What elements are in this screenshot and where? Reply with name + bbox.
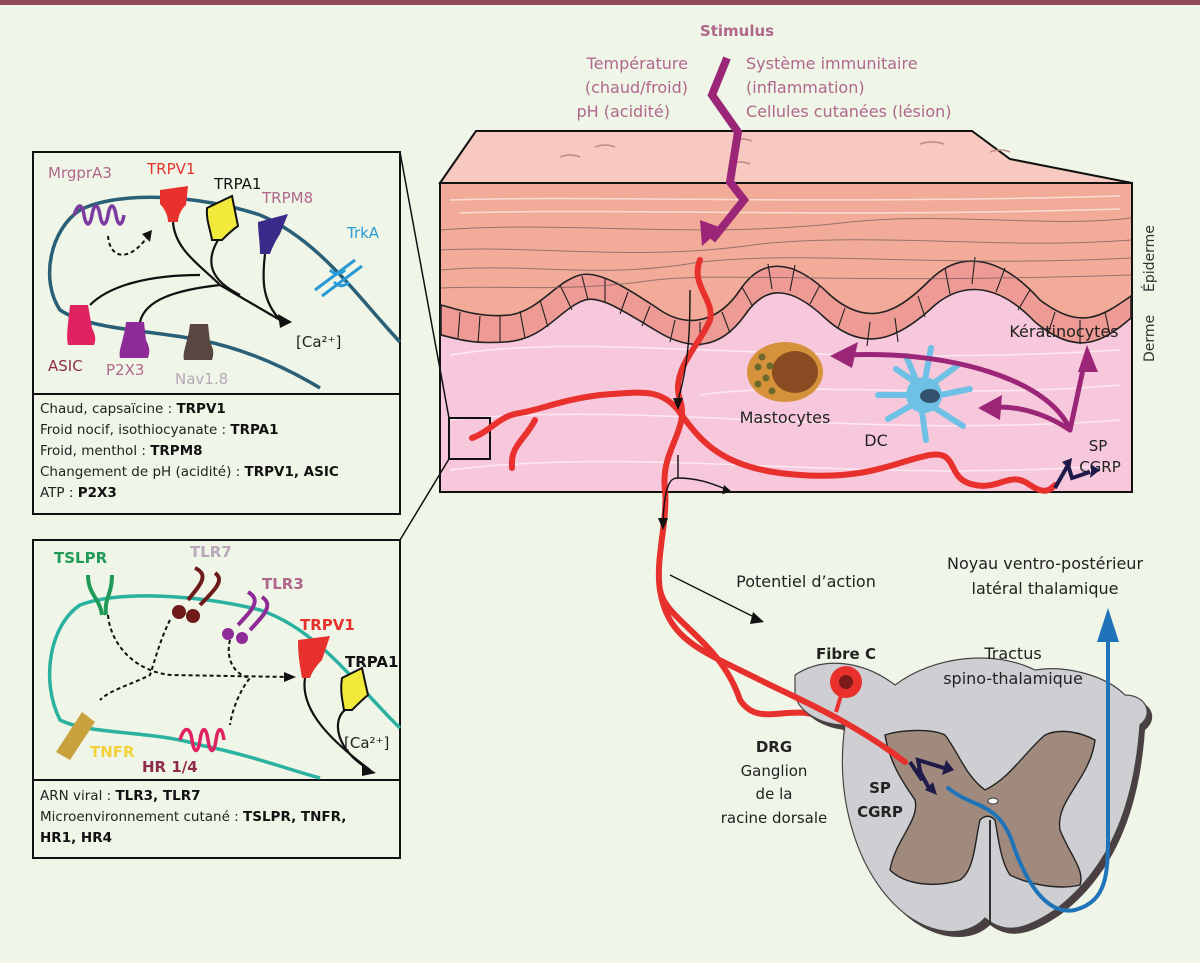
legend-row: ARN viral : TLR3, TLR7 [40, 786, 346, 807]
legend-receptor: HR1, HR4 [40, 830, 113, 846]
dc-label: DC [864, 431, 888, 450]
stimulus-left-line: Température [586, 54, 688, 73]
stimulus-right-line: Système immunitaire [746, 54, 918, 73]
spinal-sp-label: SP [869, 779, 891, 797]
legend-row: Microenvironnement cutané : TSLPR, TNFR, [40, 807, 346, 828]
tract-label-line: Tractus [983, 644, 1041, 663]
trka-label: TrkA [346, 224, 380, 242]
trpa1-label-bottom: TRPA1 [345, 653, 398, 671]
trka-receptor-icon [314, 258, 363, 298]
hr-receptor-icon [178, 727, 226, 753]
thalamus-label-line: Noyau ventro-postérieur [947, 554, 1143, 573]
fibre-c-label: Fibre C [816, 645, 876, 663]
stimulus-arrowhead-icon [700, 220, 722, 246]
legend-stimulus: ARN viral : [40, 788, 116, 804]
mastocyte-icon [747, 342, 823, 402]
hr-label: HR 1/4 [142, 758, 198, 776]
drg-title: DRG [756, 738, 792, 756]
legend-receptor: TSLPR, TNFR, [243, 809, 347, 825]
drg-label-line: racine dorsale [721, 809, 828, 827]
spinal-cgrp-label: CGRP [857, 803, 903, 821]
drg-label-line: de la [756, 785, 793, 803]
legend-stimulus: Chaud, capsaïcine : [40, 401, 177, 417]
legend-top: Chaud, capsaïcine : TRPV1 Froid nocif, i… [40, 399, 339, 504]
legend-row: HR1, HR4 [40, 828, 346, 849]
nav18-label: Nav1.8 [175, 370, 228, 388]
legend-row: ATP : P2X3 [40, 483, 339, 504]
mastocytes-label: Mastocytes [740, 408, 831, 427]
layer-label-dermis: Derme [1142, 315, 1158, 362]
p2x3-channel-icon [119, 322, 150, 358]
keratinocytes-label: Kératinocytes [1009, 322, 1118, 341]
spinal-cord [794, 657, 1153, 937]
calcium-label-bottom: [Ca²⁺] [344, 734, 389, 752]
trpv1-label-bottom: TRPV1 [300, 616, 355, 634]
legend-receptor: TRPM8 [150, 443, 203, 459]
layer-label-epidermis: Épiderme [1141, 225, 1158, 292]
trpv1-channel-icon-bottom [298, 636, 330, 678]
legend-stimulus: Microenvironnement cutané : [40, 809, 244, 825]
tract-label-line: spino-thalamique [943, 669, 1083, 688]
tlr3-label: TLR3 [262, 575, 304, 593]
tlr7-label: TLR7 [190, 543, 232, 561]
trpa1-channel-icon-bottom [340, 666, 370, 711]
legend-row: Chaud, capsaïcine : TRPV1 [40, 399, 339, 420]
legend-stimulus: Froid, menthol : [40, 443, 151, 459]
trpm8-label: TRPM8 [261, 189, 313, 207]
drg-label-line: Ganglion [741, 762, 808, 780]
tlr7-receptor-icon [172, 566, 221, 623]
legend-stimulus: ATP : [40, 485, 78, 501]
legend-row: Changement de pH (acidité) : TRPV1, ASIC [40, 462, 339, 483]
tract-arrowhead-icon [1097, 608, 1119, 642]
legend-bottom: ARN viral : TLR3, TLR7 Microenvironnemen… [40, 786, 346, 849]
asic-channel-icon [67, 305, 96, 345]
legend-receptor: P2X3 [77, 485, 117, 501]
legend-receptor: TRPV1, ASIC [244, 464, 339, 480]
skin-block [399, 130, 1133, 541]
legend-receptor: TLR3, TLR7 [115, 788, 201, 804]
trpa1-channel-icon [205, 194, 240, 241]
stimulus-title: Stimulus [700, 22, 774, 40]
p2x3-label: P2X3 [106, 361, 144, 379]
asic-label: ASIC [48, 357, 83, 375]
trpv1-label: TRPV1 [146, 160, 195, 178]
tslpr-label: TSLPR [54, 549, 108, 567]
top-frame-bar [0, 0, 1200, 5]
legend-row: Froid, menthol : TRPM8 [40, 441, 339, 462]
dendritic-cell-icon [875, 345, 973, 443]
action-potential-label: Potentiel d’action [736, 572, 876, 591]
nav18-channel-icon [183, 324, 214, 360]
stimulus-right-line: Cellules cutanées (lésion) [746, 102, 952, 121]
thalamus-label-line: latéral thalamique [972, 579, 1119, 598]
trpa1-label: TRPA1 [213, 175, 261, 193]
stimulus-left-line: pH (acidité) [576, 102, 670, 121]
mrgpra3-label: MrgprA3 [48, 164, 112, 182]
legend-receptor: TRPV1 [176, 401, 226, 417]
trpv1-channel-icon [160, 186, 188, 222]
stimulus-left-line: (chaud/froid) [585, 78, 688, 97]
tnfr-receptor-icon [56, 712, 95, 760]
legend-stimulus: Froid nocif, isothiocyanate : [40, 422, 231, 438]
stimulus-right-line: (inflammation) [746, 78, 865, 97]
tlr3-receptor-icon [222, 590, 270, 644]
legend-row: Froid nocif, isothiocyanate : TRPA1 [40, 420, 339, 441]
spinothalamic-tract [946, 628, 1111, 913]
legend-receptor: TRPA1 [230, 422, 279, 438]
legend-stimulus: Changement de pH (acidité) : [40, 464, 245, 480]
trpm8-channel-icon [258, 214, 288, 254]
mrgpra3-receptor-icon [72, 204, 126, 226]
tnfr-label: TNFR [90, 743, 135, 761]
stimulus-bolt-icon [707, 56, 750, 243]
calcium-label-top: [Ca²⁺] [296, 333, 341, 351]
skin-sp-label: SP [1089, 437, 1108, 455]
tslpr-receptor-icon [86, 574, 114, 616]
